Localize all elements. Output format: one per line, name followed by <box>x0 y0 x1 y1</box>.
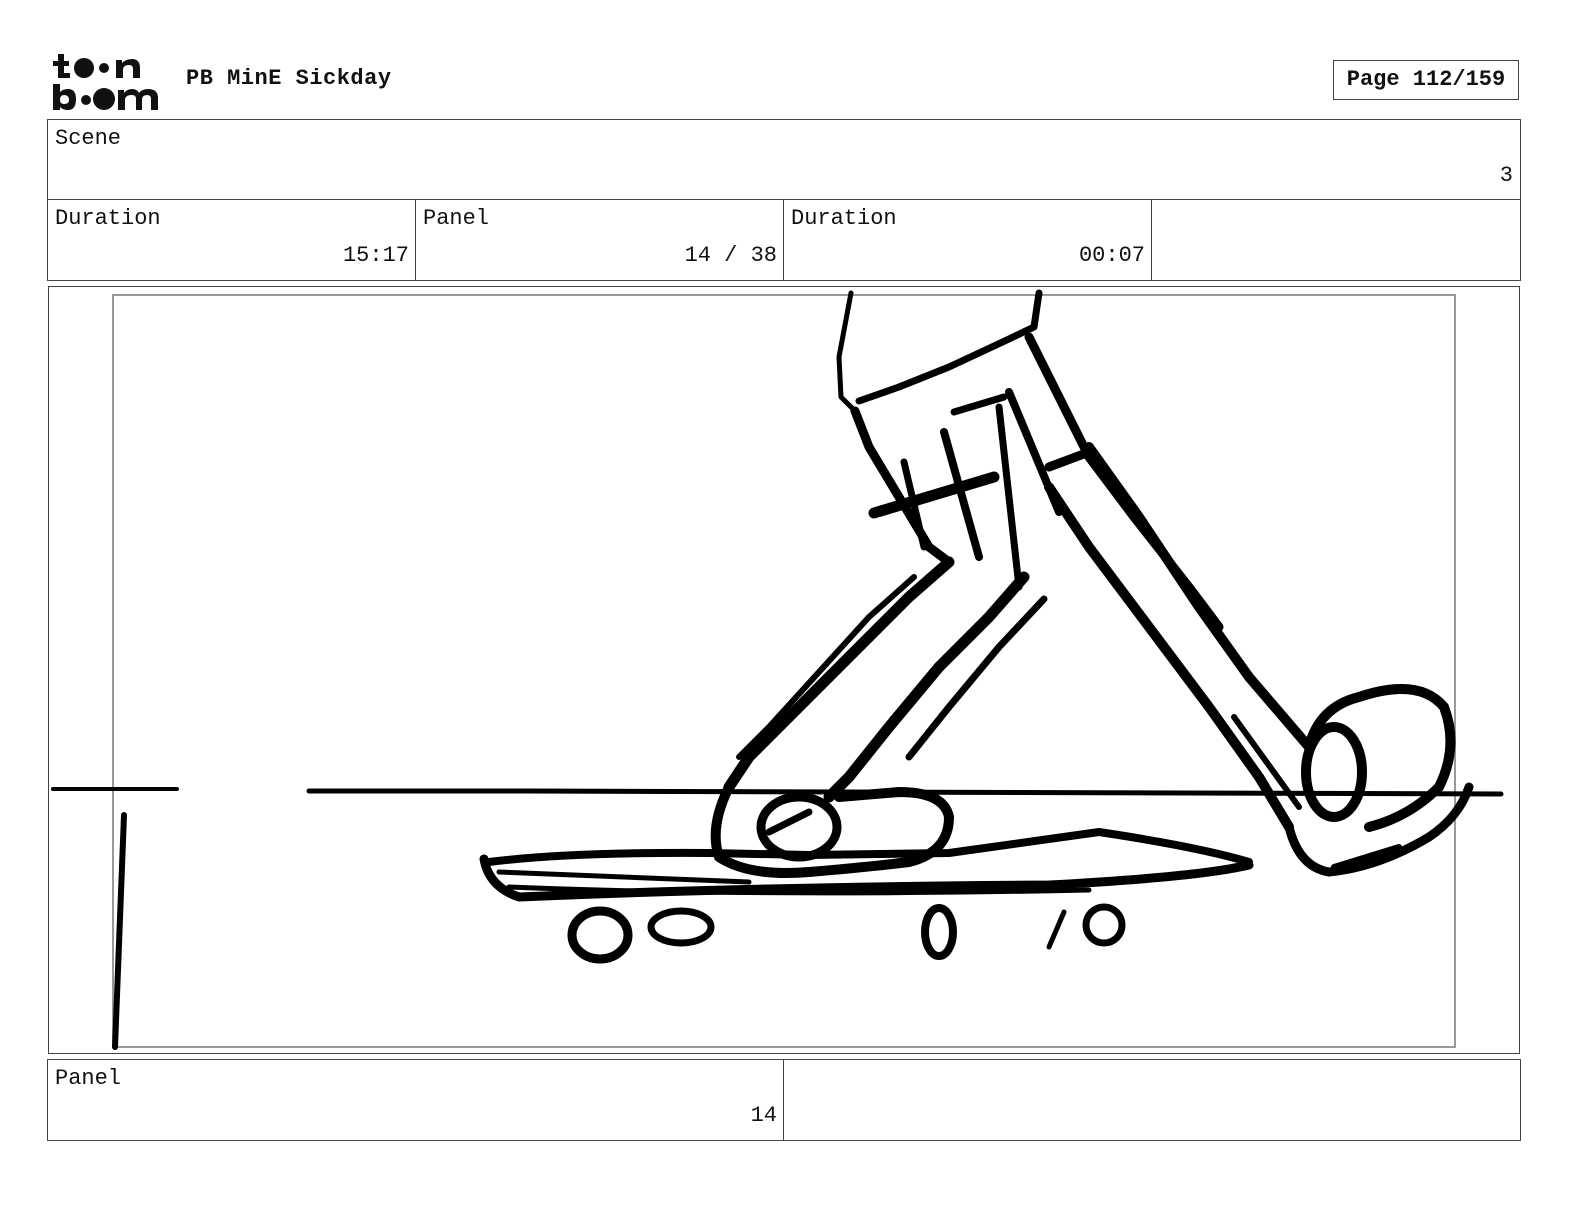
panel-drawing-frame <box>48 286 1520 1054</box>
scene-duration-cell: Duration 15:17 <box>47 199 417 281</box>
page-indicator: Page 112/159 <box>1333 60 1519 100</box>
panel-duration-label: Duration <box>791 206 897 231</box>
panel-count-value: 14 / 38 <box>684 243 777 268</box>
panel-duration-cell: Duration 00:07 <box>783 199 1153 281</box>
footer-notes-cell <box>783 1059 1521 1141</box>
scene-duration-label: Duration <box>55 206 161 231</box>
toon-boom-logo <box>52 52 164 112</box>
footer-panel-cell: Panel 14 <box>47 1059 785 1141</box>
skateboard-sketch <box>51 289 1504 1050</box>
toon-boom-logo-icon <box>53 54 158 110</box>
footer-panel-number: 14 <box>750 1103 777 1128</box>
panel-label: Panel <box>423 206 490 231</box>
panel-duration-value: 00:07 <box>1078 243 1145 268</box>
footer-panel-label: Panel <box>55 1066 122 1091</box>
empty-info-cell <box>1151 199 1521 281</box>
scene-number: 3 <box>1499 163 1513 188</box>
panel-cell: Panel 14 / 38 <box>415 199 785 281</box>
scene-duration-value: 15:17 <box>342 243 409 268</box>
scene-label: Scene <box>55 126 122 151</box>
scene-cell: Scene 3 <box>47 119 1521 201</box>
project-title: PB MinE Sickday <box>186 66 392 91</box>
